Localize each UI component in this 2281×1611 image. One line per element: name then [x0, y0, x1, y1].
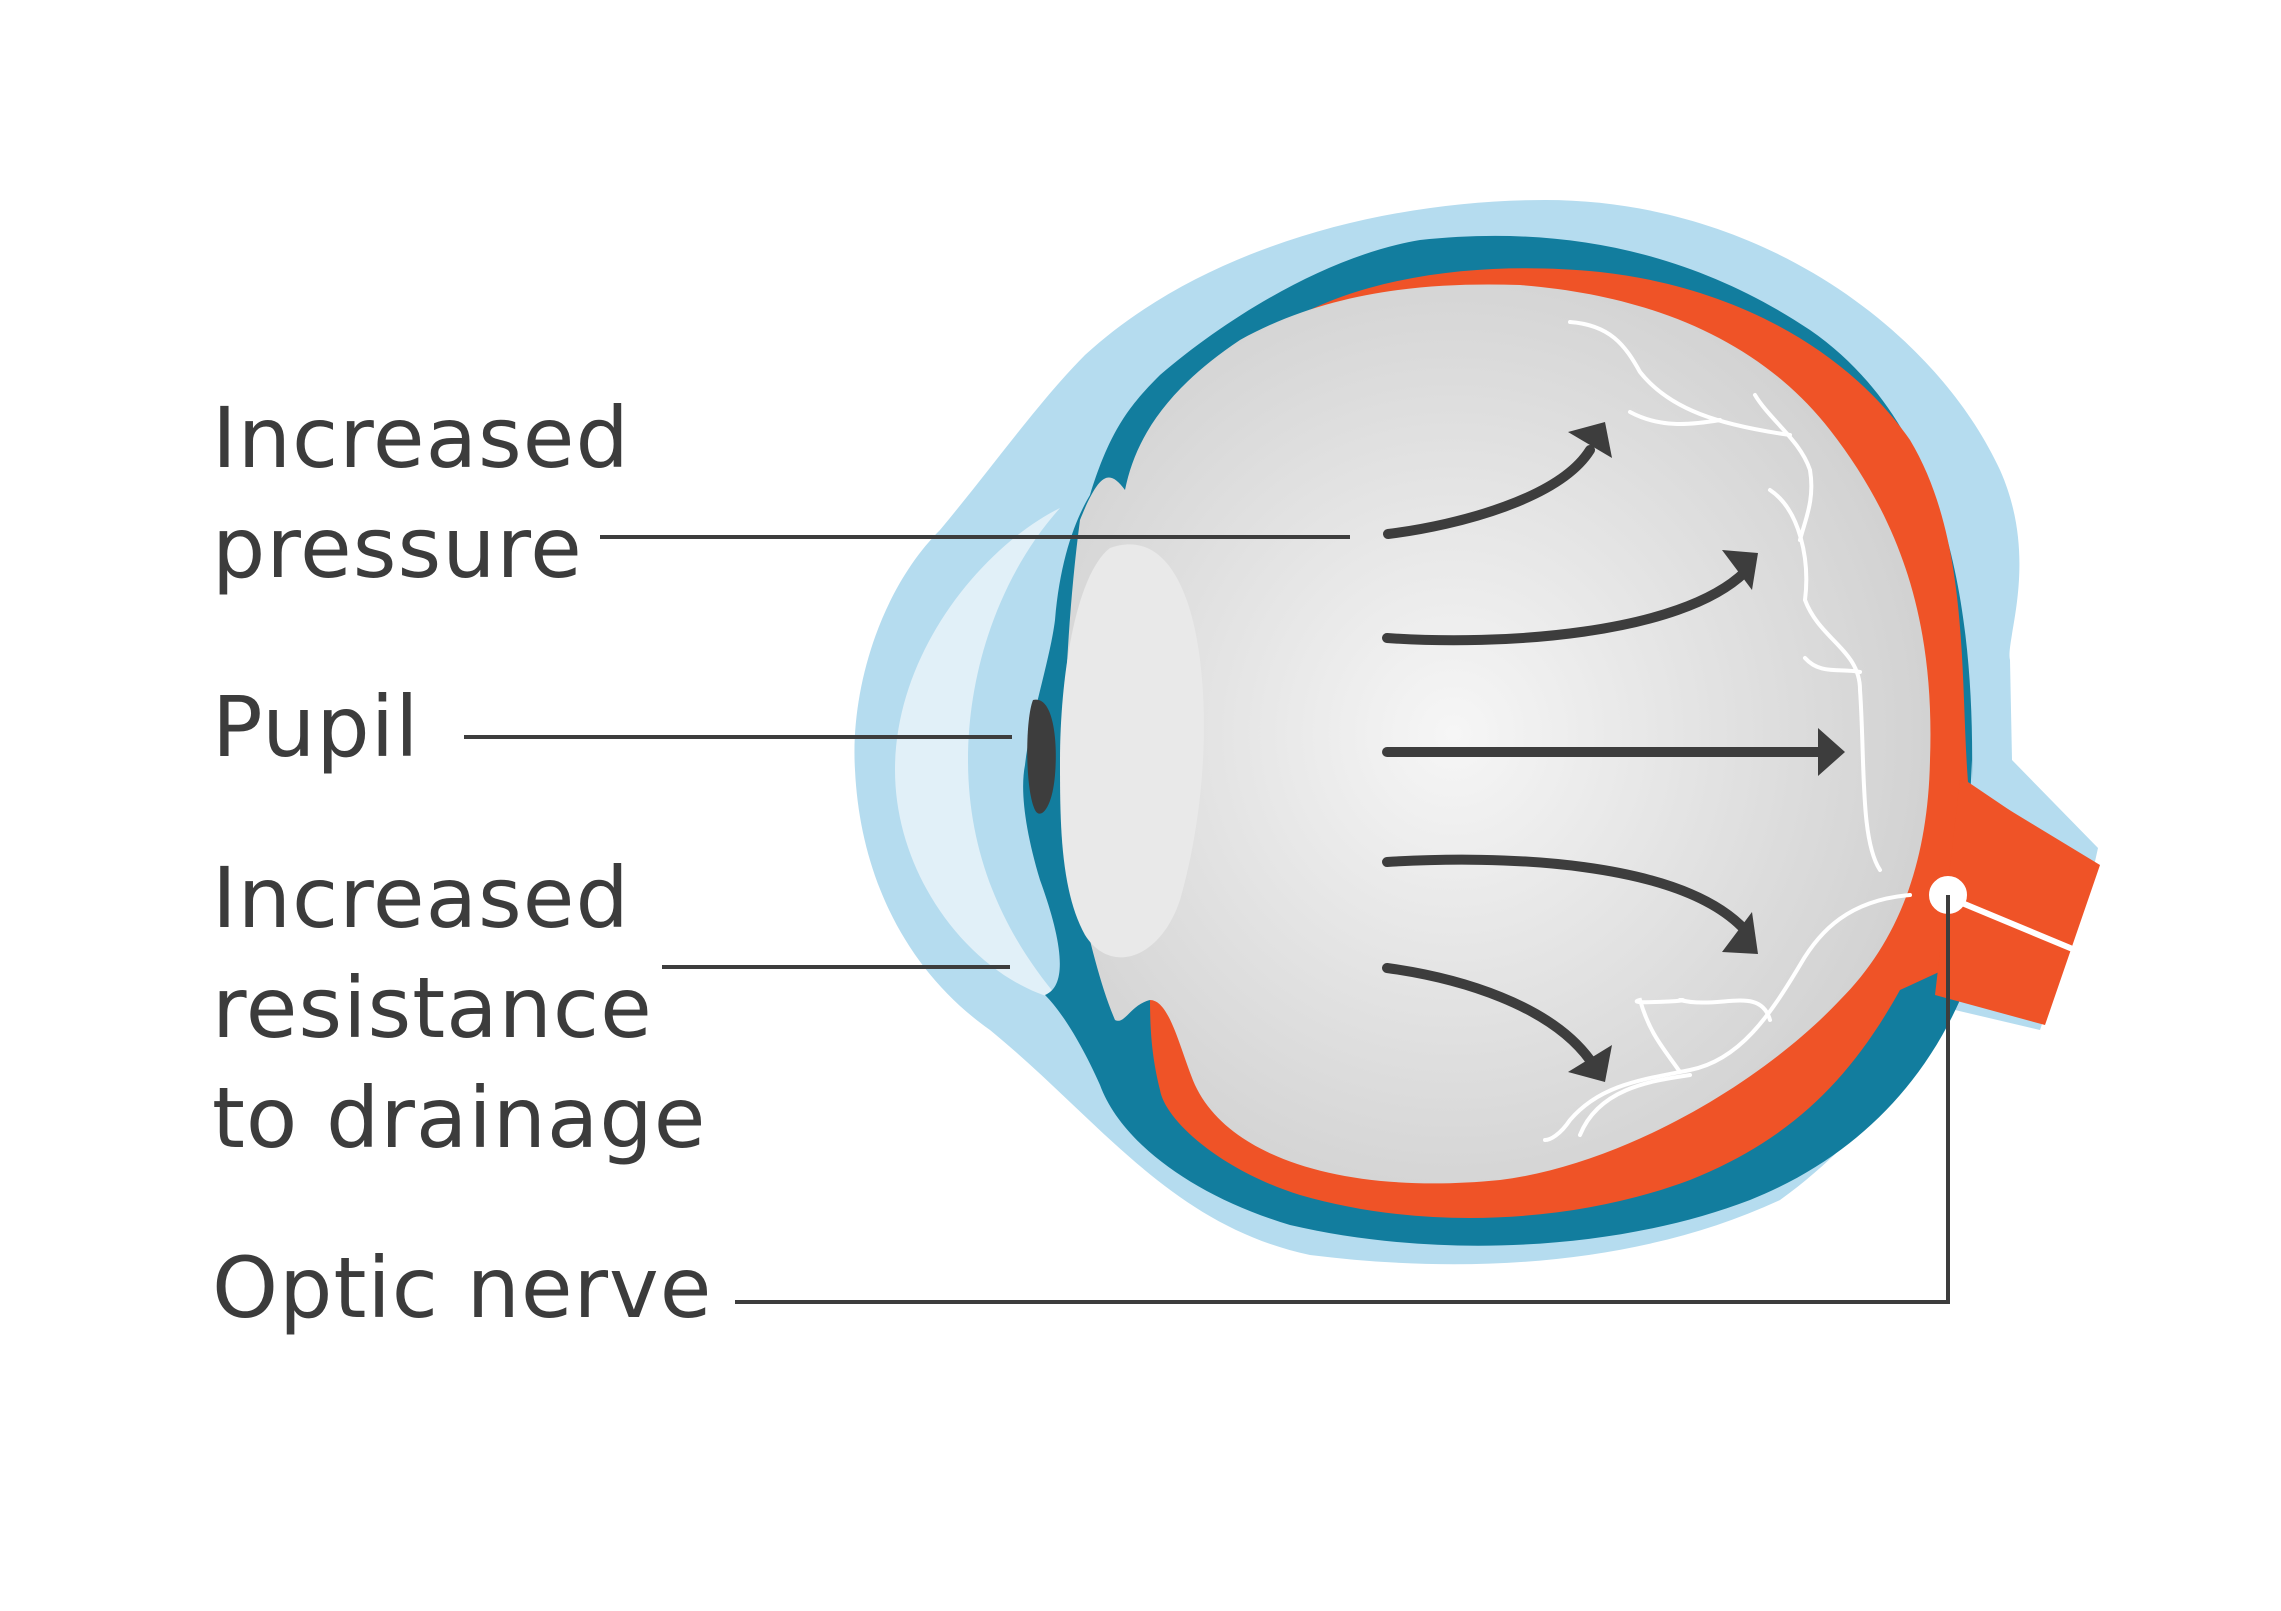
label-line: pressure: [212, 493, 630, 603]
label-increased-pressure: Increased pressure: [212, 383, 630, 603]
label-line: resistance: [212, 953, 706, 1063]
label-increased-resistance: Increased resistance to drainage: [212, 843, 706, 1173]
label-line: Increased: [212, 843, 706, 953]
label-line: Increased: [212, 383, 630, 493]
label-line: Pupil: [212, 672, 419, 782]
label-line: to drainage: [212, 1063, 706, 1173]
label-pupil: Pupil: [212, 672, 419, 782]
label-optic-nerve: Optic nerve: [212, 1233, 712, 1343]
label-line: Optic nerve: [212, 1233, 712, 1343]
